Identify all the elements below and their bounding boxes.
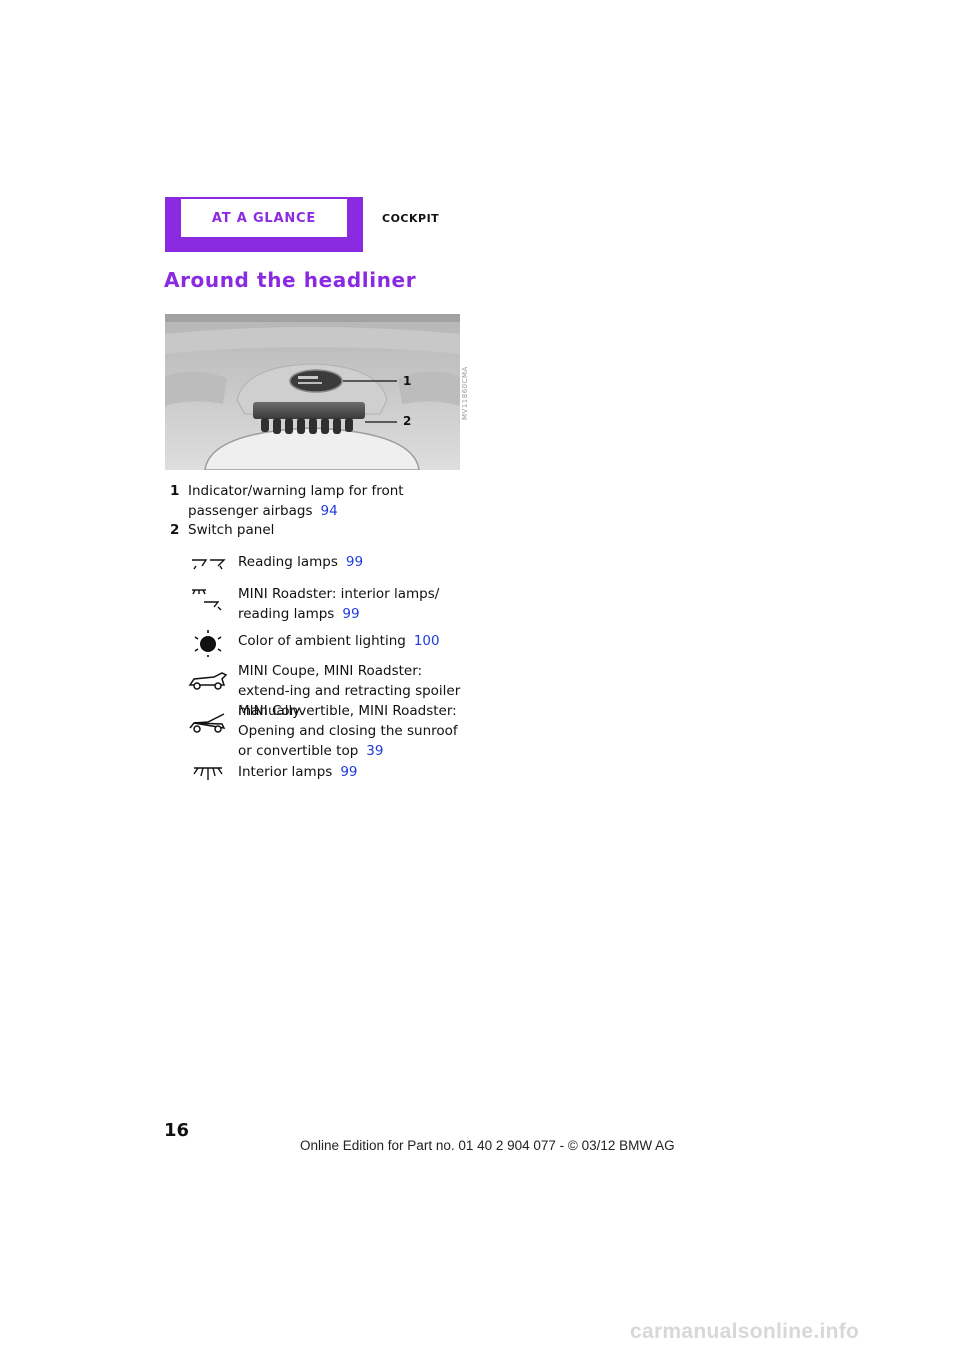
footer-text: Online Edition for Part no. 01 40 2 904 …	[300, 1138, 675, 1153]
ambient-lighting-icon	[194, 630, 222, 657]
section-label: COCKPIT	[382, 212, 440, 225]
chapter-tab-inner: AT A GLANCE	[181, 199, 347, 237]
switch-item-label: MINI Convertible, MINI Roadster: Opening…	[238, 703, 458, 759]
watermark: carmanualsonline.info	[630, 1320, 860, 1343]
page-ref-link[interactable]: 39	[366, 743, 384, 759]
switch-item-label: Interior lamps	[238, 764, 333, 780]
list-item-text: Switch panel	[188, 522, 275, 538]
page-ref-link[interactable]: 100	[413, 633, 440, 649]
page-ref-link[interactable]: 99	[340, 764, 358, 780]
spoiler-car-icon	[188, 672, 228, 690]
page-ref-link[interactable]: 99	[345, 554, 364, 570]
interior-lamps-icon	[193, 767, 223, 780]
page-heading: Around the headliner	[164, 268, 417, 292]
page-ref-link[interactable]: 99	[342, 606, 360, 622]
callout-2: 2	[403, 414, 412, 428]
page-number: 16	[164, 1120, 190, 1141]
figure-code: MV11860CMA	[461, 366, 469, 420]
page-ref-link[interactable]: 94	[320, 503, 338, 519]
callout-1: 1	[403, 374, 412, 388]
switch-item-label: Color of ambient lighting	[238, 633, 406, 649]
headliner-illustration	[165, 314, 460, 470]
list-item-text: Indicator/warning lamp for front passeng…	[188, 483, 404, 519]
switch-item-label: MINI Coupe, MINI Roadster: extend-ing an…	[238, 663, 461, 719]
switch-item-label: MINI Roadster: interior lamps/ reading l…	[238, 586, 440, 622]
reading-lamps-icon	[192, 559, 226, 570]
interior-reading-lamps-icon	[192, 589, 222, 611]
switch-item-label: Reading lamps	[238, 554, 338, 570]
chapter-tab-label: AT A GLANCE	[211, 210, 317, 226]
convertible-top-icon	[189, 713, 226, 733]
headliner-drawing	[165, 314, 460, 470]
